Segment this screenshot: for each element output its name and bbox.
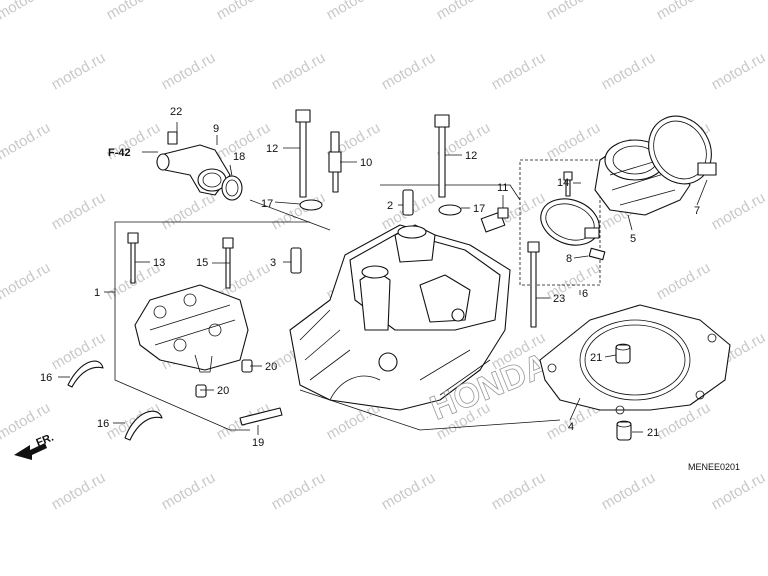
callout-20-right: 20 [265, 361, 277, 373]
watermark-text: motod.ru [599, 49, 659, 93]
camshaft-holder-part [134, 284, 249, 373]
watermark-text: motod.ru [709, 49, 768, 93]
callout-12-right: 12 [465, 150, 477, 162]
watermark-text: motod.ru [379, 469, 439, 513]
callout-11: 11 [497, 182, 508, 194]
callout-14: 14 [557, 177, 569, 189]
callout-20-left: 20 [217, 385, 229, 397]
callout-17-right: 17 [473, 203, 485, 215]
callout-labels: 22 9 F-42 18 12 10 17 2 12 11 17 14 5 7 … [34, 106, 740, 472]
watermark-text: motod.ru [544, 119, 604, 163]
callout-16-top: 16 [40, 372, 52, 384]
callout-10: 10 [360, 157, 372, 169]
callout-12-left: 12 [266, 143, 278, 155]
gasket-part [539, 304, 731, 415]
callout-8: 8 [566, 253, 572, 265]
callout-21-top: 21 [590, 352, 602, 364]
watermark-text: motod.ru [709, 469, 768, 513]
watermark-text: motod.ru [269, 189, 329, 233]
watermark-text: motod.ru [49, 49, 109, 93]
half-ring-parts [67, 360, 163, 441]
reference-label: F-42 [108, 147, 131, 159]
watermark-text: motod.ru [544, 0, 604, 23]
watermark-text: motod.ru [434, 0, 494, 23]
watermark-text: motod.ru [709, 189, 768, 233]
spark-plug-part [328, 131, 342, 193]
callout-13: 13 [153, 257, 165, 269]
watermark-text: motod.ru [0, 0, 53, 23]
bolt-parts-13-15 [127, 232, 234, 289]
watermark-text: motod.ru [654, 259, 714, 303]
callout-19: 19 [252, 437, 264, 449]
watermark-text: motod.ru [49, 469, 109, 513]
hose-clamp-part-6 [540, 198, 600, 246]
valve-guide-parts [290, 189, 414, 274]
watermark-text: motod.ru [214, 0, 274, 23]
diagram-code: MENEE0201 [688, 462, 740, 472]
o-ring-part [221, 175, 243, 201]
front-direction-label: FR. [34, 432, 55, 450]
watermark-text: motod.ru [159, 49, 219, 93]
callout-2: 2 [387, 200, 393, 212]
intake-pipe-part [156, 131, 231, 196]
front-direction-arrow [14, 443, 47, 460]
watermark-text: motod.ru [269, 469, 329, 513]
bolt-part-12-right [434, 114, 450, 198]
watermark-text: motod.ru [324, 0, 384, 23]
callout-5: 5 [630, 233, 636, 245]
dowel-pin-parts-21 [615, 343, 632, 441]
callout-15: 15 [196, 257, 208, 269]
stud-bolt-part [239, 407, 283, 426]
watermark-text: motod.ru [104, 399, 164, 443]
callout-18: 18 [233, 151, 245, 163]
clip-part-8 [588, 247, 606, 261]
washer-parts-17 [299, 199, 462, 216]
watermark-text: motod.ru [379, 49, 439, 93]
bolt-part-12-left [295, 109, 311, 198]
hose-clamp-part-7 [648, 115, 717, 185]
watermark-text: motod.ru [489, 469, 549, 513]
assembly-boundary-lines [114, 159, 601, 431]
screw-part-14 [563, 171, 573, 197]
dowel-pin-parts [195, 359, 253, 398]
callout-17-left: 17 [261, 198, 273, 210]
callout-7: 7 [694, 205, 700, 217]
watermark-text: motod.ru [159, 469, 219, 513]
callout-6: 6 [582, 288, 588, 300]
callout-22: 22 [170, 106, 182, 118]
callout-1: 1 [94, 287, 100, 299]
callout-3: 3 [270, 257, 276, 269]
watermark-text: motod.ru [0, 259, 53, 303]
bolt-part-23 [527, 241, 540, 328]
callout-16-bottom: 16 [97, 418, 109, 430]
watermark-text: motod.ru [654, 0, 714, 23]
watermark-text: motod.ru [0, 119, 53, 163]
watermark-text: motod.ru [489, 49, 549, 93]
watermark-text: motod.ru [49, 189, 109, 233]
cylinder-head-part: HONDA [289, 224, 555, 428]
callout-4: 4 [568, 421, 574, 433]
watermark-text: motod.ru [599, 469, 659, 513]
watermark-text: motod.ru [269, 49, 329, 93]
leader-lines [58, 122, 708, 435]
callout-21-bottom: 21 [647, 427, 659, 439]
callout-9: 9 [213, 123, 219, 135]
callout-23: 23 [553, 293, 565, 305]
watermark-text: motod.ru [159, 189, 219, 233]
watermark-text: motod.ru [104, 0, 164, 23]
